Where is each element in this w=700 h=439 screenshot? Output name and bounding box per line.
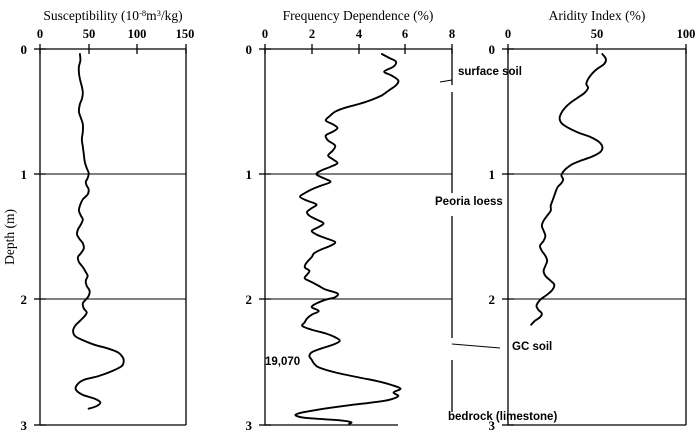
xtick-150: 150	[176, 27, 195, 41]
xtick-fd-2: 2	[309, 27, 315, 41]
curve-aridity-index	[530, 53, 607, 326]
panel-susceptibility: Susceptibility (10-8m3/kg) 0 50 100 150	[2, 8, 194, 433]
xtick-100: 100	[128, 27, 147, 41]
depth-tick-1-p3: 1	[489, 167, 496, 182]
depth-tick-2-p1: 2	[21, 292, 28, 307]
depth-tick-2-p2: 2	[246, 292, 253, 307]
curve-susceptibility	[72, 53, 125, 410]
xtick-ai-50: 50	[591, 27, 604, 41]
depth-tick-1-p2: 1	[246, 167, 253, 182]
panel3-yticks	[502, 48, 514, 426]
depth-tick-0-p1: 0	[21, 42, 28, 57]
annotation-bedrock: bedrock (limestone)	[448, 411, 557, 423]
annotation-gc-soil: GC soil	[512, 341, 552, 353]
annotation-surface-soil: surface soil	[458, 66, 522, 78]
depth-tick-0-p2: 0	[246, 42, 253, 57]
xtick-fd-8: 8	[449, 27, 455, 41]
panel-title-susceptibility: Susceptibility (10-8m3/kg)	[43, 8, 182, 23]
panel1-depth-gridlines	[40, 173, 186, 300]
panel2-yticks	[259, 48, 271, 426]
panel1-yticks	[34, 48, 46, 426]
xtick-ai-100: 100	[677, 27, 696, 41]
annotation-leader-line	[439, 79, 453, 83]
depth-tick-0-p3: 0	[489, 42, 496, 57]
depth-tick-3-p3: 3	[489, 418, 496, 433]
xtick-fd-6: 6	[402, 27, 408, 41]
panel3-depth-gridlines	[508, 173, 686, 300]
depth-axis-label: Depth (m)	[2, 209, 17, 265]
panel-aridity-index: Aridity Index (%) 0 50 100	[489, 8, 696, 433]
curve-frequency-dependence	[294, 53, 402, 425]
panel-title-frequency-dependence: Frequency Dependence (%)	[283, 8, 434, 23]
xtick-0: 0	[37, 27, 43, 41]
xtick-50: 50	[83, 27, 96, 41]
panel-frequency-dependence: Frequency Dependence (%) 0 2 4 6 8	[246, 8, 456, 433]
depth-tick-2-p3: 2	[489, 292, 496, 307]
panel2-depth-gridlines	[265, 173, 452, 300]
depth-tick-3-p1: 3	[21, 418, 28, 433]
depth-tick-3-p2: 3	[246, 418, 253, 433]
xtick-fd-0: 0	[262, 27, 268, 41]
xtick-ai-0: 0	[505, 27, 511, 41]
annotation-leader-line	[451, 343, 501, 349]
xtick-fd-4: 4	[356, 27, 363, 41]
stratigraphic-annotations: surface soil Peoria loess GC soil bedroc…	[435, 66, 557, 423]
radiocarbon-date-label: 19,070	[265, 356, 300, 368]
annotation-peoria-loess: Peoria loess	[435, 196, 503, 208]
panel-title-aridity-index: Aridity Index (%)	[549, 8, 646, 23]
depth-tick-1-p1: 1	[21, 167, 28, 182]
